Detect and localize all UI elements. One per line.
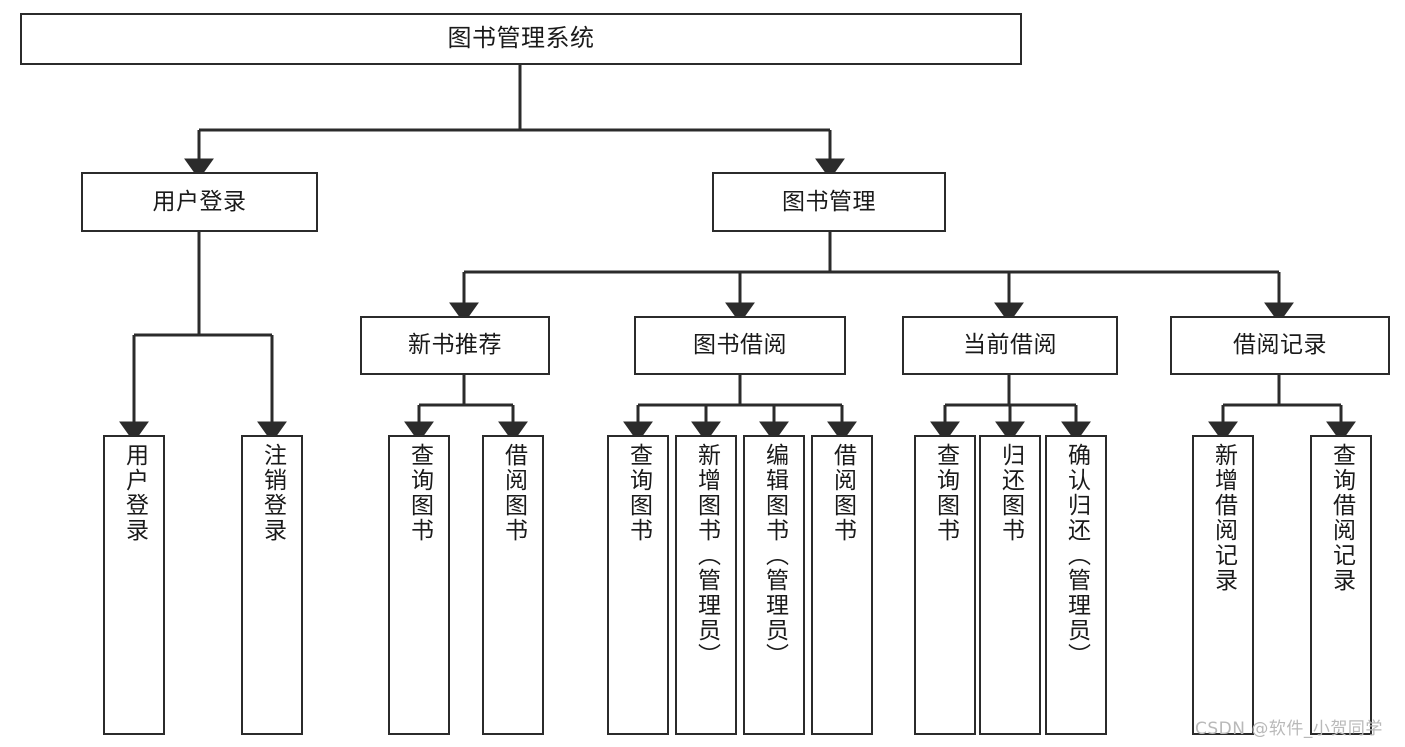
csdn-watermark: CSDN @软件_小贺同学 [1195,719,1383,739]
node-label: 注销登录 [259,443,286,543]
node-label: 用户登录 [121,443,148,543]
node-label: 编辑图书（管理员） [761,443,788,668]
node-current-borrow[interactable]: 当前借阅 [902,316,1118,375]
leaf-add-book-admin[interactable]: 新增图书（管理员） [675,435,737,735]
leaf-query-borrow-record[interactable]: 查询借阅记录 [1310,435,1372,735]
leaf-edit-book-admin[interactable]: 编辑图书（管理员） [743,435,805,735]
leaf-query-book-borrow[interactable]: 查询图书 [607,435,669,735]
leaf-borrow-book-newbook[interactable]: 借阅图书 [482,435,544,735]
node-label: 归还图书 [997,443,1024,543]
leaf-borrow-book[interactable]: 借阅图书 [811,435,873,735]
leaf-query-book-current[interactable]: 查询图书 [914,435,976,735]
leaf-confirm-return-admin[interactable]: 确认归还（管理员） [1045,435,1107,735]
node-label: 新增借阅记录 [1210,443,1237,593]
node-book-management[interactable]: 图书管理 [712,172,946,232]
node-borrow-record[interactable]: 借阅记录 [1170,316,1390,375]
node-label: 查询借阅记录 [1328,443,1355,593]
node-book-borrow[interactable]: 图书借阅 [634,316,846,375]
node-label: 当前借阅 [963,332,1057,359]
node-label: 查询图书 [625,443,652,543]
leaf-add-borrow-record[interactable]: 新增借阅记录 [1192,435,1254,735]
node-label: 查询图书 [406,443,433,543]
node-label: 借阅图书 [829,443,856,543]
leaf-query-book-newbook[interactable]: 查询图书 [388,435,450,735]
node-label: 新书推荐 [408,332,502,359]
node-label: 图书管理 [782,188,876,215]
node-new-book-recommend[interactable]: 新书推荐 [360,316,550,375]
node-label: 查询图书 [932,443,959,543]
node-root-system[interactable]: 图书管理系统 [20,13,1022,65]
node-label: 确认归还（管理员） [1063,443,1090,668]
node-label: 图书管理系统 [447,24,595,53]
node-label: 用户登录 [152,188,247,215]
leaf-user-login[interactable]: 用户登录 [103,435,165,735]
leaf-logout[interactable]: 注销登录 [241,435,303,735]
node-label: 借阅图书 [500,443,527,543]
node-label: 图书借阅 [693,332,787,359]
node-label: 借阅记录 [1233,332,1327,359]
node-label: 新增图书（管理员） [693,443,720,668]
node-user-login[interactable]: 用户登录 [81,172,318,232]
leaf-return-book[interactable]: 归还图书 [979,435,1041,735]
